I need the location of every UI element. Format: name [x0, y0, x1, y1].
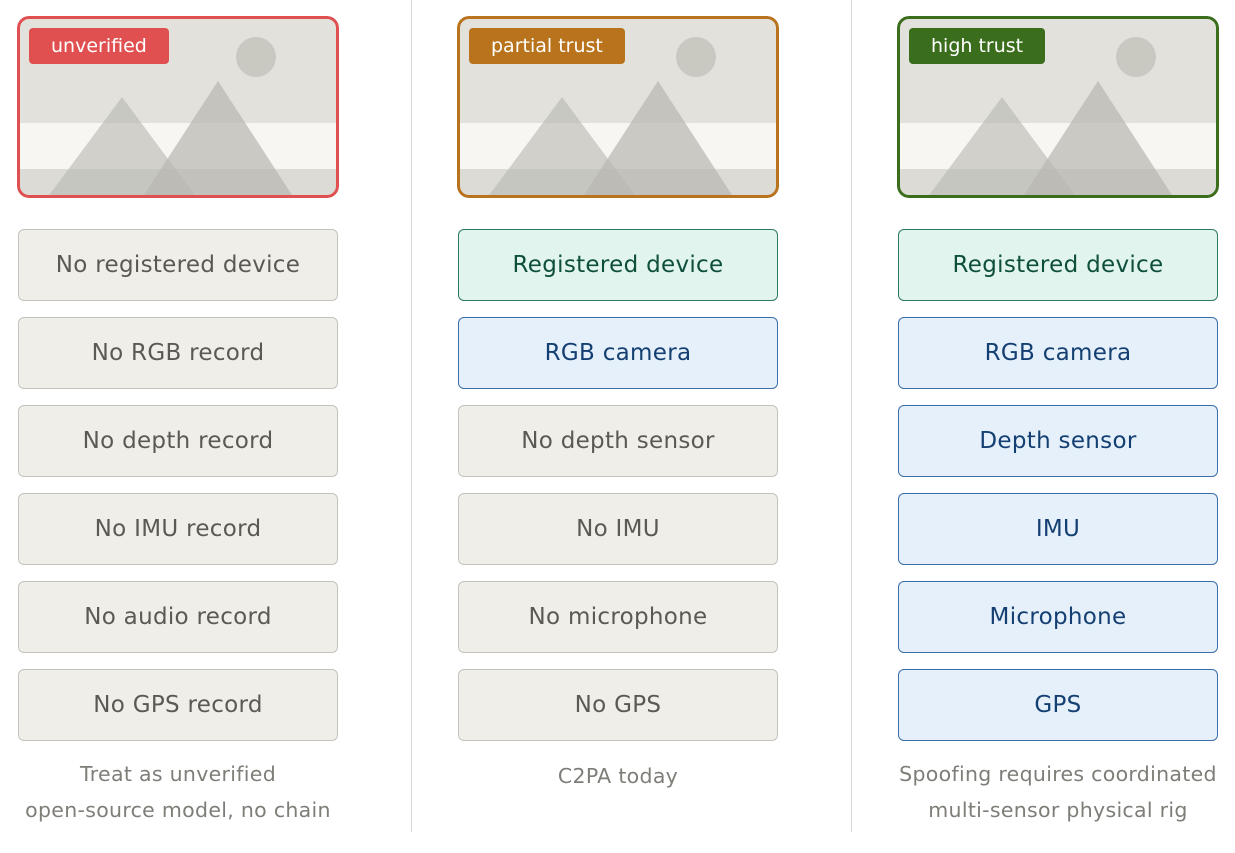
image-thumbnail: unverified — [17, 16, 339, 198]
column-high-trust: high trust Registered device RGB camera … — [897, 0, 1219, 828]
attribute-box-audio: Microphone — [898, 581, 1218, 653]
attribute-box-rgb: RGB camera — [458, 317, 778, 389]
attribute-box-rgb: RGB camera — [898, 317, 1218, 389]
attribute-box-audio: No audio record — [18, 581, 338, 653]
column-partial-trust: partial trust Registered device RGB came… — [457, 0, 779, 794]
caption-line: C2PA today — [557, 764, 679, 788]
column-caption: C2PA today — [457, 758, 779, 794]
attribute-stack: Registered device RGB camera Depth senso… — [897, 229, 1219, 741]
column-caption: Spoofing requires coordinated multi-sens… — [889, 756, 1227, 828]
attribute-box-depth: Depth sensor — [898, 405, 1218, 477]
attribute-stack: No registered device No RGB record No de… — [17, 229, 339, 741]
attribute-box-device: Registered device — [458, 229, 778, 301]
attribute-box-depth: No depth sensor — [458, 405, 778, 477]
attribute-box-gps: No GPS — [458, 669, 778, 741]
attribute-box-imu: No IMU record — [18, 493, 338, 565]
column-divider-2 — [851, 0, 852, 832]
attribute-stack: Registered device RGB camera No depth se… — [457, 229, 779, 741]
image-placeholder-icon — [900, 19, 1216, 198]
caption-line: multi-sensor physical rig — [928, 798, 1188, 822]
column-caption: Treat as unverified open-source model, n… — [17, 756, 339, 828]
attribute-box-gps: No GPS record — [18, 669, 338, 741]
attribute-box-gps: GPS — [898, 669, 1218, 741]
column-unverified: unverified No registered device No RGB r… — [17, 0, 339, 828]
attribute-box-depth: No depth record — [18, 405, 338, 477]
attribute-box-device: No registered device — [18, 229, 338, 301]
attribute-box-audio: No microphone — [458, 581, 778, 653]
caption-line: Spoofing requires coordinated — [899, 762, 1217, 786]
column-divider-1 — [411, 0, 412, 832]
caption-line: Treat as unverified — [79, 762, 277, 786]
attribute-box-device: Registered device — [898, 229, 1218, 301]
trust-badge: unverified — [29, 28, 169, 64]
attribute-box-rgb: No RGB record — [18, 317, 338, 389]
trust-badge: partial trust — [469, 28, 625, 64]
attribute-box-imu: IMU — [898, 493, 1218, 565]
image-thumbnail: high trust — [897, 16, 1219, 198]
image-thumbnail: partial trust — [457, 16, 779, 198]
attribute-box-imu: No IMU — [458, 493, 778, 565]
trust-badge: high trust — [909, 28, 1046, 64]
caption-line: open-source model, no chain — [25, 798, 331, 822]
